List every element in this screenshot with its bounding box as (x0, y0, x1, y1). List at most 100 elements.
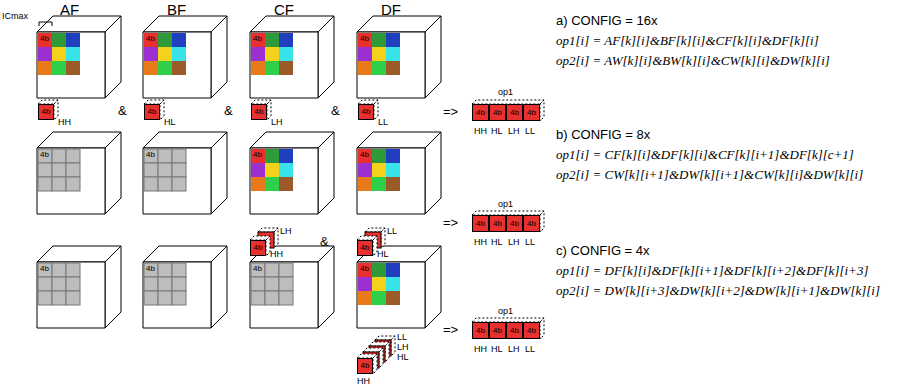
data-cell (52, 177, 66, 191)
bit-label: LH (508, 345, 520, 354)
column-header: CF (274, 2, 294, 17)
cube-stroke (105, 16, 121, 98)
data-cell (38, 163, 52, 177)
data-cell (265, 263, 279, 277)
bit-label: HH (474, 127, 487, 136)
data-cell (386, 177, 400, 191)
data-cell (144, 291, 158, 305)
config-title: c) CONFIG = 4x (556, 244, 650, 257)
bit-label: HH (58, 118, 71, 127)
data-cell (358, 277, 372, 291)
dimension: ICmax (2, 12, 28, 21)
data-cell (251, 177, 265, 191)
data-cell (358, 163, 372, 177)
data-cell (66, 149, 80, 163)
operand-cube: 4b (38, 104, 54, 120)
data-cell (386, 61, 400, 75)
data-cell (251, 277, 265, 291)
bit-width: 4b (476, 327, 485, 335)
operand-cube: 4b (357, 358, 373, 374)
equation: op2[i] = DW[k][i+3]&DW[k][i+2]&DW[k][i+1… (556, 284, 880, 297)
data-cell (372, 47, 386, 61)
data-cell (372, 291, 386, 305)
cube-stroke (379, 348, 383, 368)
cube-stroke (373, 236, 377, 256)
data-cell (279, 33, 293, 47)
bit-label: LH (508, 238, 520, 247)
data-cell (279, 177, 293, 191)
result-cube: 4b (506, 322, 523, 339)
data-cell (358, 47, 372, 61)
data-cell (372, 33, 386, 47)
cube-stroke (37, 148, 105, 214)
data-cell (66, 47, 80, 61)
bit-width: 4b (510, 109, 519, 117)
data-cell (251, 263, 265, 277)
data-cell (265, 291, 279, 305)
bit-label: HL (164, 118, 176, 127)
data-cell (158, 177, 172, 191)
bit-width: 4b (510, 327, 519, 335)
result-cube: 4b (489, 104, 506, 121)
bit-label: LH (397, 343, 409, 352)
cell-label: 4b (360, 35, 369, 43)
data-cell (372, 177, 386, 191)
cell-label: 4b (40, 35, 49, 43)
bit-label: LH (271, 118, 283, 127)
data-cell (38, 47, 52, 61)
data-cell (265, 47, 279, 61)
bit-width: 4b (527, 327, 536, 335)
data-cell (144, 47, 158, 61)
output-name: op1 (498, 88, 513, 97)
bit-label: HL (397, 353, 409, 362)
data-cell (386, 33, 400, 47)
data-cell (172, 149, 186, 163)
data-cell (38, 291, 52, 305)
bit-width: 4b (476, 109, 485, 117)
bit-label: LL (525, 345, 535, 354)
data-cell (251, 291, 265, 305)
cube-stroke (211, 16, 227, 98)
bit-width: 4b (254, 244, 263, 252)
data-cell (251, 47, 265, 61)
data-cell (66, 291, 80, 305)
cube-stroke (425, 16, 441, 98)
cell-label: 4b (40, 265, 49, 273)
data-cell (38, 277, 52, 291)
data-cell (144, 61, 158, 75)
cube-stroke (37, 262, 105, 328)
data-cell (386, 263, 400, 277)
data-cell (265, 149, 279, 163)
data-cell (158, 263, 172, 277)
data-cell (66, 263, 80, 277)
data-cell (52, 291, 66, 305)
bit-width: 4b (148, 108, 157, 116)
data-cell (38, 263, 52, 277)
data-cell (358, 263, 372, 277)
data-cell (144, 33, 158, 47)
data-cell (358, 61, 372, 75)
data-cell (172, 177, 186, 191)
result-cube: 4b (523, 322, 540, 339)
cube-stroke (391, 336, 395, 356)
cube-stroke (250, 262, 318, 328)
bit-label: HL (377, 250, 389, 259)
cell-label: 4b (253, 151, 262, 159)
bit-width: 4b (42, 108, 51, 116)
data-cell (386, 163, 400, 177)
data-cell (52, 33, 66, 47)
data-cell (279, 47, 293, 61)
cube-stroke (385, 342, 389, 362)
result-cube: 4b (523, 104, 540, 121)
data-cell (66, 163, 80, 177)
equation: op1[i] = CF[k][i]&DF[k][i]&CF[k][i+1]&DF… (556, 148, 854, 161)
data-cell (372, 277, 386, 291)
bit-width: 4b (493, 109, 502, 117)
data-cell (386, 47, 400, 61)
bit-width: 4b (362, 108, 371, 116)
cell-label: 4b (146, 35, 155, 43)
result-cube: 4b (472, 104, 489, 121)
config-title: b) CONFIG = 8x (556, 128, 650, 141)
operand-cube: 4b (250, 240, 266, 256)
data-cell (172, 47, 186, 61)
